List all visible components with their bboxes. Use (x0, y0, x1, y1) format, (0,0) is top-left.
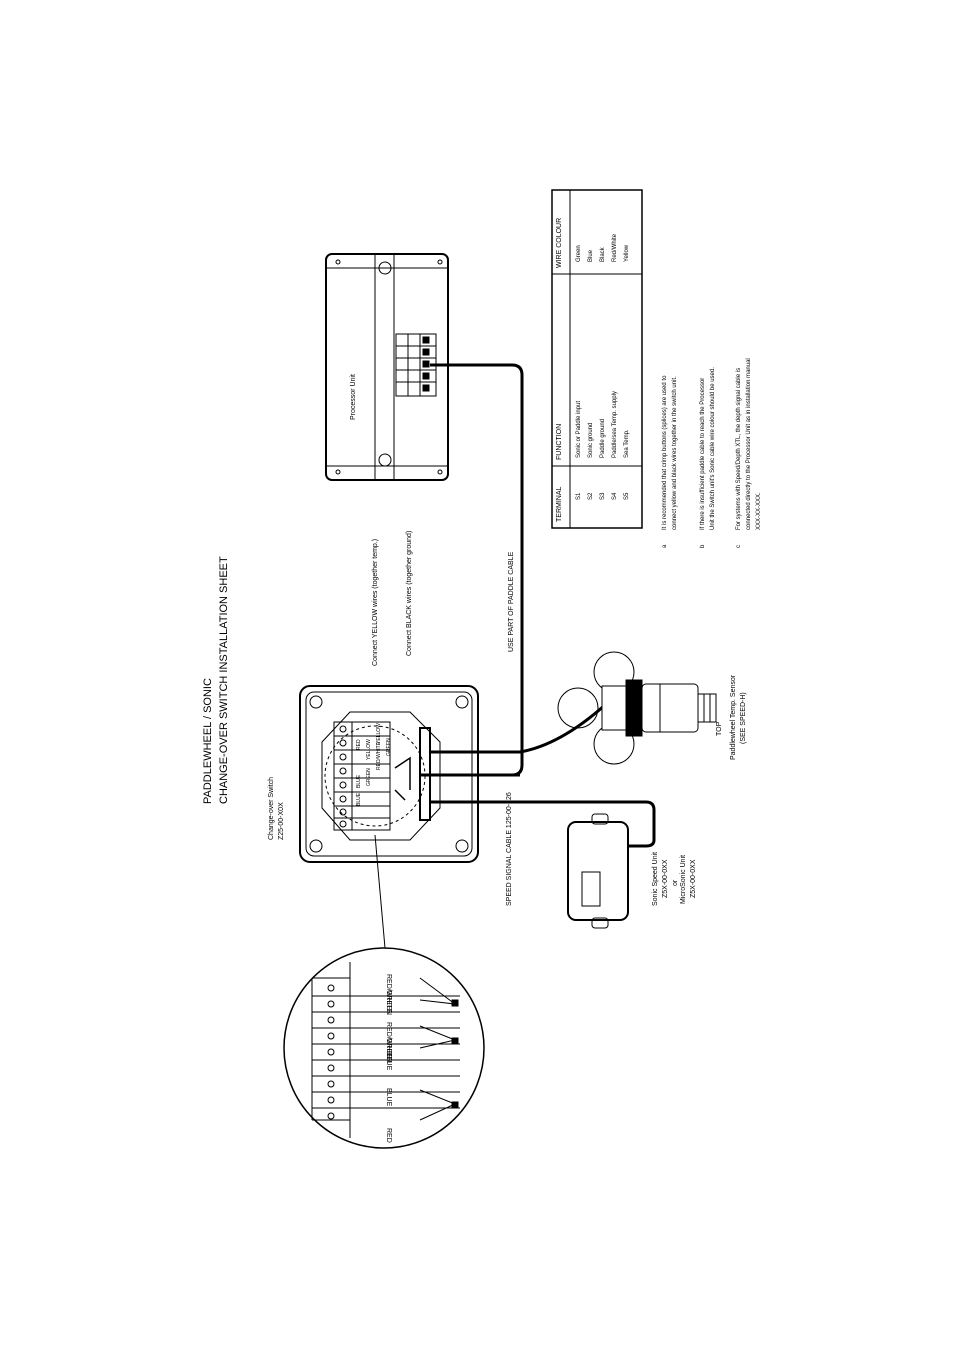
table-row-3-function: Paddle ground (600, 418, 606, 458)
table-row-2-colour: Blue (588, 249, 594, 262)
table-row-1-colour: Green (576, 245, 582, 262)
sonic-unit-label2: MicroSonic Unit (680, 854, 687, 904)
terminal-detail (283, 947, 485, 1149)
note-c-bullet: c (736, 545, 742, 548)
switch-terminal-1: RED (356, 739, 362, 750)
paddlewheel-top-tag: TOP (716, 721, 723, 736)
table-row-4-terminal: S4 (612, 492, 618, 500)
table-row-5-terminal: S5 (624, 492, 630, 500)
switch-terminal-6: RED/WHITE (376, 741, 382, 770)
switch-terminal-7: YELLOW (376, 723, 382, 744)
table-row-5-function: Sea Temp. (624, 429, 630, 458)
processor-unit-label: Processor Unit (350, 374, 357, 420)
detail-label-red: RED (385, 1128, 392, 1143)
sonic-unit-label: Sonic Speed Unit (652, 851, 659, 906)
note-a-bullet: a (662, 544, 668, 548)
table-header-function: FUNCTION (556, 423, 563, 460)
terminal-table (551, 189, 643, 529)
black-note: Connect BLACK wires (together ground) (406, 530, 413, 656)
changeover-switch-part: Z25-00-X0X (278, 802, 285, 840)
paddlewheel-label: Paddlewheel Temp. Sensor (730, 674, 737, 760)
note-b-bullet: b (700, 544, 706, 548)
table-row-3-colour: Black (600, 247, 606, 262)
table-row-2-function: Sonic ground (588, 422, 594, 458)
switch-cables (430, 703, 656, 848)
table-row-4-function: Paddle/sea Temp. supply (612, 391, 618, 458)
table-row-4-colour: Red/White (612, 233, 618, 262)
paddle-cable (420, 363, 524, 777)
table-header-wire-colour: WIRE COLOUR (556, 217, 563, 268)
note-c-line-1: For systems with Speed/Depth XTL, the de… (736, 367, 742, 530)
paddle-cable-label: USE PART OF PADDLE CABLE (508, 551, 515, 652)
note-a-line-2: connect yellow and black wires together … (672, 376, 678, 530)
table-row-1-function: Sonic or Paddle input (576, 400, 582, 458)
sonic-speed-unit (567, 813, 629, 929)
table-row-3-terminal: S3 (600, 492, 606, 500)
note-c-line-3: XXX-XX-XXX. (756, 492, 762, 530)
note-b-line-1: If there is insufficient paddle cable to… (700, 377, 706, 530)
table-row-1-terminal: S1 (576, 492, 582, 500)
title-line-1: PADDLEWHEEL / SONIC (202, 678, 214, 804)
detail-label-blue-1: BLUE (385, 1088, 392, 1107)
switch-terminal-5: GREEN (366, 768, 372, 786)
table-row-5-colour: Yellow (624, 244, 630, 262)
switch-terminal-3: BLUE (356, 774, 362, 788)
title-line-2: CHANGE-OVER SWITCH INSTALLATION SHEET (218, 556, 230, 804)
speed-signal-cable-label: SPEED SIGNAL CABLE 125-00-126 (506, 792, 513, 906)
table-row-2-terminal: S2 (588, 492, 594, 500)
sonic-unit-part1: Z5X-00-0XX (662, 859, 669, 898)
switch-terminal-8: GREEN (386, 738, 392, 756)
note-c-line-2: connected directly to the Processor Unit… (746, 358, 752, 530)
table-header-terminal: TERMINAL (556, 486, 563, 522)
detail-leader (374, 834, 386, 949)
note-a-line-1: It is recommended that crimp buttons (sp… (662, 375, 668, 530)
sonic-unit-part2: Z5X-00-0XX (690, 859, 697, 898)
changeover-switch-label: Change-over Switch (268, 776, 275, 840)
paddlewheel-part: (SEE SPEED-H) (740, 692, 747, 744)
sonic-unit-or: or (672, 879, 679, 886)
switch-terminal-4: YELLOW (366, 739, 372, 760)
processor-unit (325, 253, 449, 481)
paddlewheel-sensor (557, 651, 717, 765)
note-b-line-2: Unit the Switch unit's Sonic cable wire … (710, 367, 716, 530)
detail-label-redwhite-1: RED/WHITE (385, 1022, 392, 1062)
detail-label-redwhite-2: RED/WHITE (385, 974, 392, 1014)
yellow-note: Connect YELLOW wires (together temp.) (372, 538, 379, 666)
switch-terminal-2: BLUE (356, 792, 362, 806)
